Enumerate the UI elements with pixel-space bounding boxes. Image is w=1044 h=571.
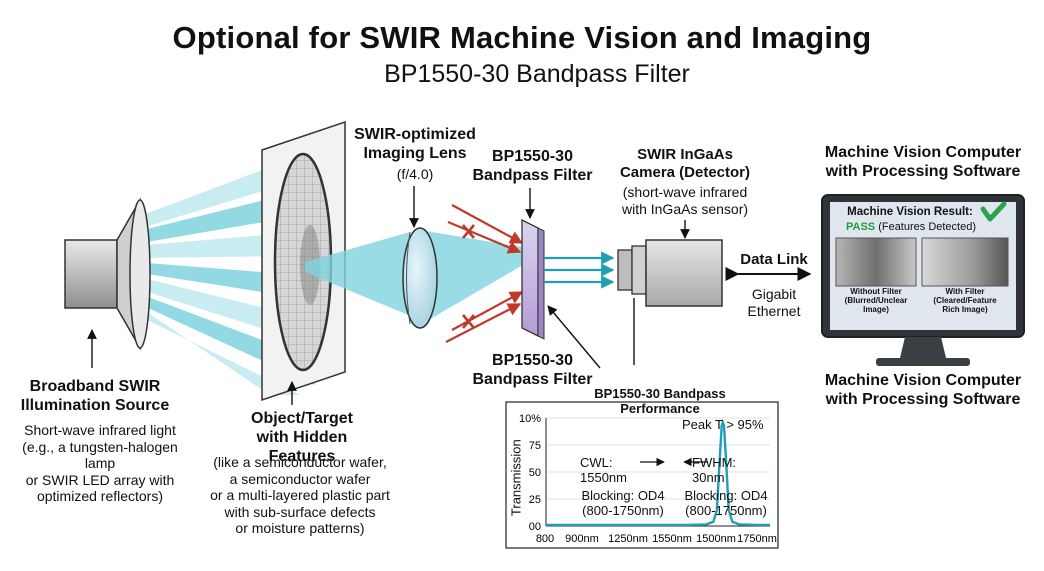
result-pass: PASS (845, 221, 876, 233)
screen-result: PASS (Features Detected) (836, 221, 986, 234)
illumination-source (64, 197, 151, 351)
reject-x-marks (462, 224, 475, 329)
chart-title: BP1550-30 Bandpass Performance (594, 386, 726, 417)
screen-caption-right: With Filter (Cleared/Feature Rich Image) (922, 287, 1008, 315)
y-tick-label: 25 (529, 494, 541, 506)
blocking-left-line: (800-1750nm) (582, 503, 664, 519)
x-tick-label: 800 (536, 533, 554, 545)
filter-title-top: BP1550-30 Bandpass Filter (470, 148, 595, 186)
y-tick-labels: 10% 75 50 25 00 (519, 413, 541, 533)
data-link-description: Gigabit Ethernet (728, 286, 820, 319)
lens-note: (f/4.0) (396, 166, 434, 182)
caption-line: (Cleared/Feature (933, 296, 997, 306)
lens-title: SWIR-optimized Imaging Lens (340, 126, 490, 164)
annotation-peak: Peak T > 95% (682, 417, 764, 432)
caption-line: Image) (863, 305, 889, 315)
source-desc-line: (e.g., a tungsten-halogen lamp (22, 438, 178, 472)
target-title-line: with Hidden Features (256, 428, 348, 465)
screen-caption-left: Without Filter (Blurred/Unclear Image) (834, 287, 918, 315)
y-tick-label: 50 (529, 467, 541, 479)
ingaas-camera (617, 239, 723, 307)
target-description: (like a semiconductor wafer, a semicondu… (200, 454, 400, 537)
target-desc-line: a semiconductor wafer (229, 470, 371, 487)
chart-ylabel: Transmission (508, 439, 524, 517)
imaging-lens (402, 227, 438, 329)
page-subtitle: BP1550-30 Bandpass Filter (384, 60, 690, 88)
callout-arrows (87, 186, 690, 405)
computer-title-line: Machine Vision Computer (824, 144, 1022, 161)
source-description: Short-wave infrared light (e.g., a tungs… (10, 422, 190, 505)
beam-to-lens (305, 232, 425, 322)
camera-description: (short-wave infrared with InGaAs sensor) (610, 184, 760, 217)
target-desc-line: or moisture patterns) (235, 520, 365, 537)
beam-to-filter (420, 230, 528, 325)
x-tick-label: 1250nm (608, 533, 648, 545)
y-tick-label: 75 (529, 440, 541, 452)
caption-line: Without Filter (850, 287, 902, 296)
source-desc-line: or SWIR LED array with (25, 471, 175, 488)
data-link-desc-line: Ethernet (747, 302, 801, 319)
result-note: (Features Detected) (878, 221, 977, 233)
annotation-fwhm: FWHM: 30nm (692, 455, 737, 486)
x-tick-label: 1550nm (652, 533, 692, 545)
camera-desc-line: with InGaAs sensor) (621, 200, 749, 217)
monitor (821, 194, 1025, 366)
target-title: Object/Target with Hidden Features (222, 410, 382, 467)
camera-title: SWIR InGaAs Camera (Detector) (610, 146, 760, 181)
y-tick-label: 00 (529, 521, 541, 533)
annotation-blocking-right: Blocking: OD4 (800-1750nm) (676, 488, 776, 519)
annotation-cwl: CWL: 1550nm (580, 455, 627, 486)
source-desc-line: optimized reflectors) (36, 488, 164, 505)
filter-title-line: BP1550-30 (492, 352, 573, 369)
caption-line: Rich Image) (942, 305, 988, 315)
x-tick-label: 1500nm (696, 533, 736, 545)
lens-title-line: SWIR-optimized (354, 126, 476, 143)
source-title-line: Illumination Source (20, 396, 170, 414)
passed-light (544, 251, 615, 289)
page-title: Optional for SWIR Machine Vision and Ima… (172, 20, 872, 55)
camera-desc-line: (short-wave infrared (622, 184, 748, 200)
data-link-desc-line: Gigabit (751, 286, 797, 302)
bandpass-filter (521, 218, 545, 340)
annotation-blocking-left: Blocking: OD4 (800-1750nm) (573, 488, 673, 519)
filter-title-line: BP1550-30 (492, 148, 573, 165)
x-tick-label: 900nm (565, 533, 599, 545)
data-link-title: Data Link (740, 251, 808, 268)
rejected-wavelengths (445, 204, 524, 343)
target-desc-line: with sub-surface defects (224, 503, 376, 520)
screen-heading: Machine Vision Result: (847, 206, 973, 218)
lens-title-line: Imaging Lens (363, 144, 467, 162)
camera-title-line: Camera (Detector) (619, 163, 751, 181)
computer-title-line: with Processing Software (825, 390, 1021, 408)
target-panel (261, 120, 346, 402)
source-title: Broadband SWIR Illumination Source (20, 378, 170, 416)
computer-title-line: with Processing Software (825, 162, 1021, 180)
check-icon (980, 201, 1007, 222)
source-title-line: Broadband SWIR (29, 378, 161, 395)
blocking-left-line: Blocking: OD4 (581, 488, 665, 503)
caption-line: With Filter (945, 287, 985, 296)
filter-title-line: Bandpass Filter (472, 166, 593, 184)
y-tick-label: 10% (519, 413, 541, 425)
blocking-right-line: (800-1750nm) (685, 503, 767, 519)
transmission-curve (546, 418, 770, 527)
computer-title-top: Machine Vision Computer with Processing … (812, 144, 1034, 182)
source-desc-line: Short-wave infrared light (24, 422, 176, 438)
computer-title-bottom: Machine Vision Computer with Processing … (812, 372, 1034, 410)
target-title-line: Object/Target (251, 410, 353, 427)
filter-title-bottom: BP1550-30 Bandpass Filter (470, 352, 595, 390)
caption-line: (Blurred/Unclear (844, 296, 908, 306)
computer-title-line: Machine Vision Computer (824, 372, 1022, 389)
x-tick-label: 1750nm (737, 533, 777, 545)
blocking-right-line: Blocking: OD4 (684, 488, 768, 503)
filter-title-line: Bandpass Filter (472, 370, 593, 388)
target-desc-line: (like a semiconductor wafer, (213, 454, 387, 470)
target-desc-line: or a multi-layered plastic part (210, 487, 390, 504)
camera-title-line: SWIR InGaAs (637, 146, 733, 163)
